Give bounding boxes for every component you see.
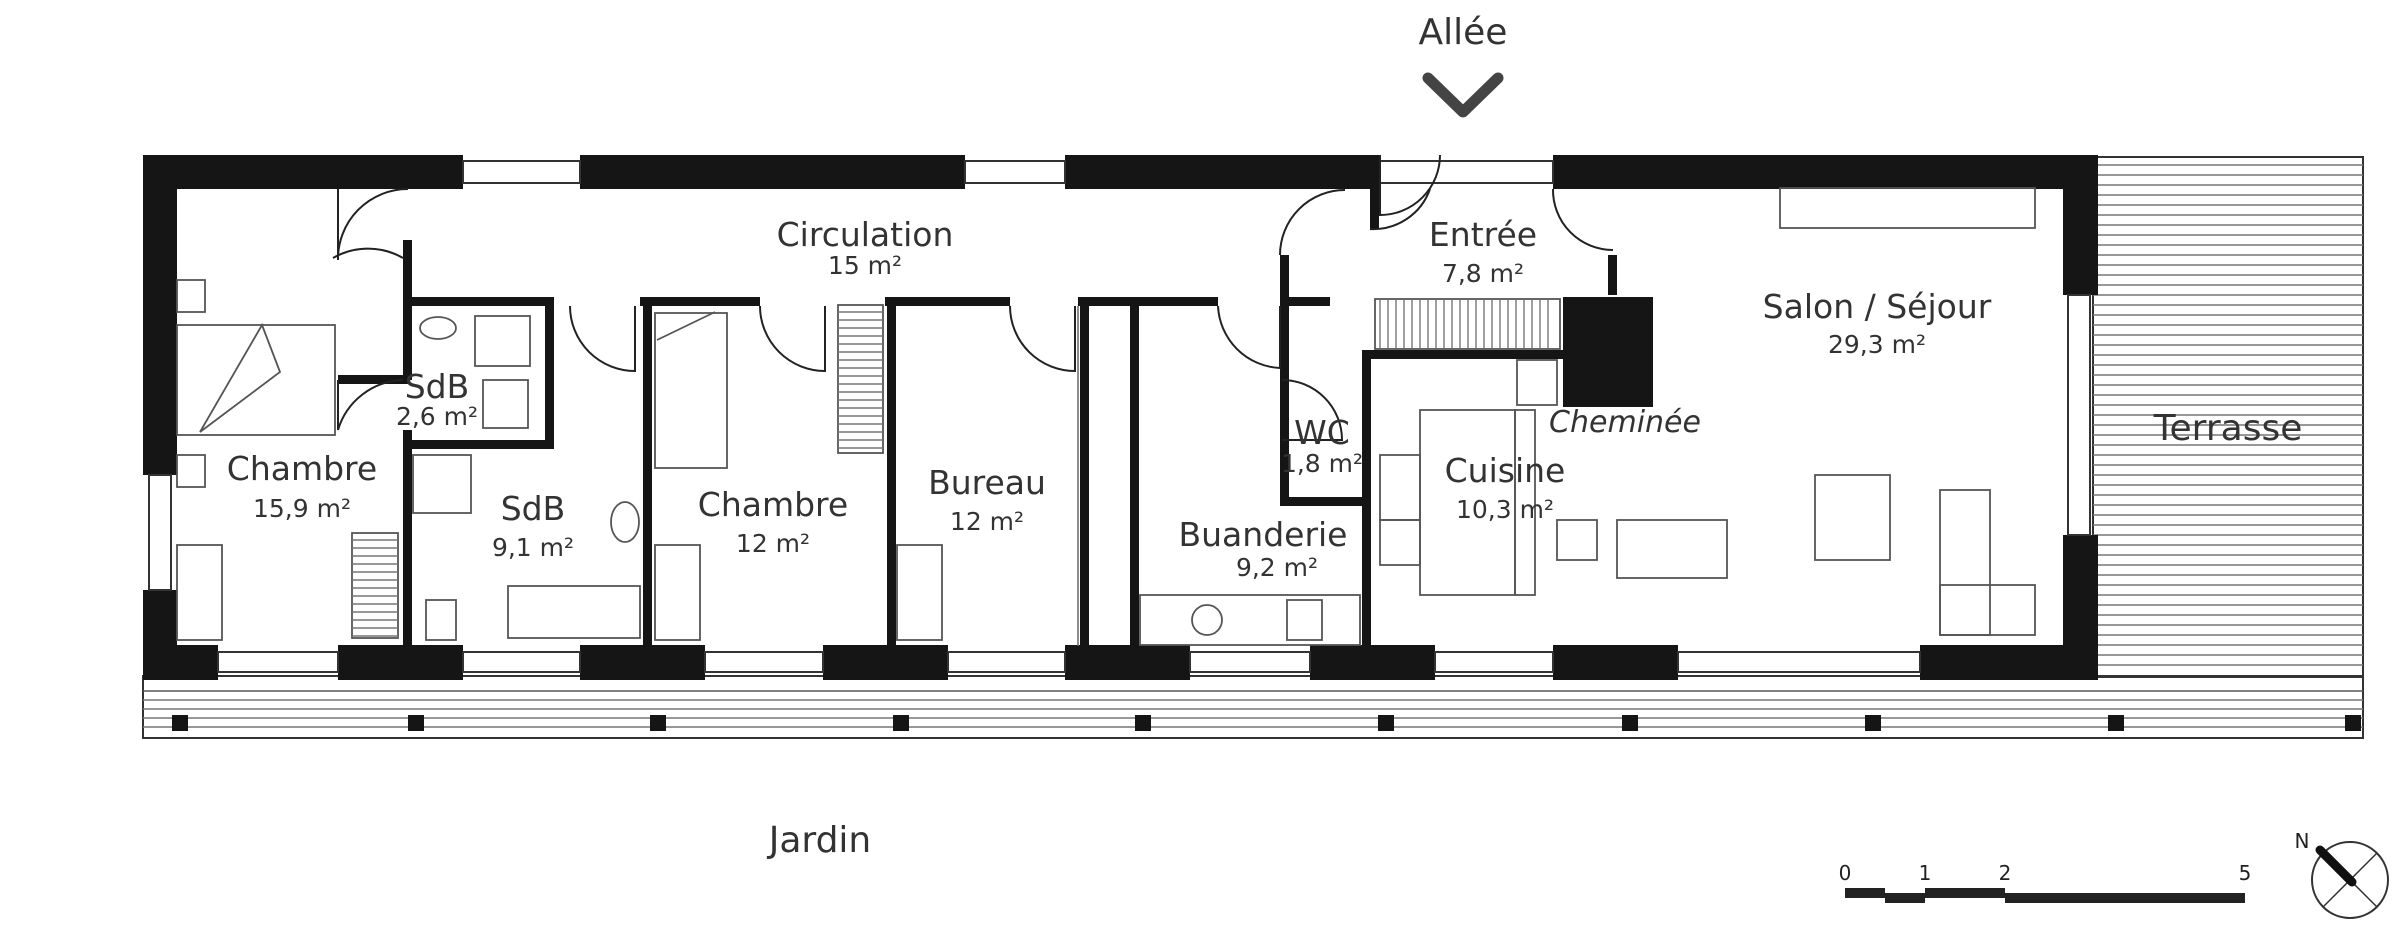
room-name-chambre-1: Chambre xyxy=(227,449,377,488)
entrance-arrow-icon xyxy=(1422,72,1504,118)
room-name-sdb: SdB xyxy=(501,489,566,528)
room-name-sdb-small: SdB xyxy=(405,367,470,406)
room-area-buanderie: 9,2 m² xyxy=(1236,553,1318,582)
exterior-walls xyxy=(143,155,2098,680)
furniture xyxy=(176,187,2036,646)
scale-tick-0: 0 xyxy=(1839,861,1852,885)
scale-tick-2: 2 xyxy=(1999,861,2012,885)
allee-label: Allée xyxy=(1419,12,1508,53)
room-area-chambre-1: 15,9 m² xyxy=(253,494,351,523)
jardin-label: Jardin xyxy=(767,820,872,861)
room-name-bureau: Bureau xyxy=(928,463,1046,502)
interior-walls xyxy=(338,189,1653,646)
room-area-sdb: 9,1 m² xyxy=(492,533,574,562)
room-area-chambre-2: 12 m² xyxy=(736,529,810,558)
room-name-entree: Entrée xyxy=(1429,215,1537,254)
room-labels: Circulation 15 m² Entrée 7,8 m² Salon / … xyxy=(227,215,2303,861)
room-name-cuisine: Cuisine xyxy=(1445,451,1566,490)
terrasse-label: Terrasse xyxy=(2153,408,2303,449)
room-area-wc: 1,8 m² xyxy=(1281,449,1363,478)
terrace-deck xyxy=(2092,156,2364,678)
scale-tick-1: 1 xyxy=(1919,861,1932,885)
room-name-buanderie: Buanderie xyxy=(1179,515,1348,554)
compass-icon: N xyxy=(2295,829,2389,919)
room-area-bureau: 12 m² xyxy=(950,507,1024,536)
room-name-salon: Salon / Séjour xyxy=(1763,287,1992,326)
scale-tick-5: 5 xyxy=(2239,861,2252,885)
cheminee-label: Cheminée xyxy=(1549,405,1701,440)
room-name-wc: WC xyxy=(1294,413,1350,452)
room-area-cuisine: 10,3 m² xyxy=(1456,495,1554,524)
room-name-circulation: Circulation xyxy=(777,215,954,254)
room-area-circulation: 15 m² xyxy=(828,251,902,280)
room-area-sdb-small: 2,6 m² xyxy=(396,402,478,431)
room-area-entree: 7,8 m² xyxy=(1442,259,1524,288)
scale-bar: 0 1 2 5 xyxy=(1839,861,2252,903)
garden-deck xyxy=(142,675,2364,739)
room-area-salon: 29,3 m² xyxy=(1828,330,1926,359)
doors xyxy=(332,154,1614,441)
compass-north-label: N xyxy=(2295,829,2310,853)
room-name-chambre-2: Chambre xyxy=(698,485,848,524)
